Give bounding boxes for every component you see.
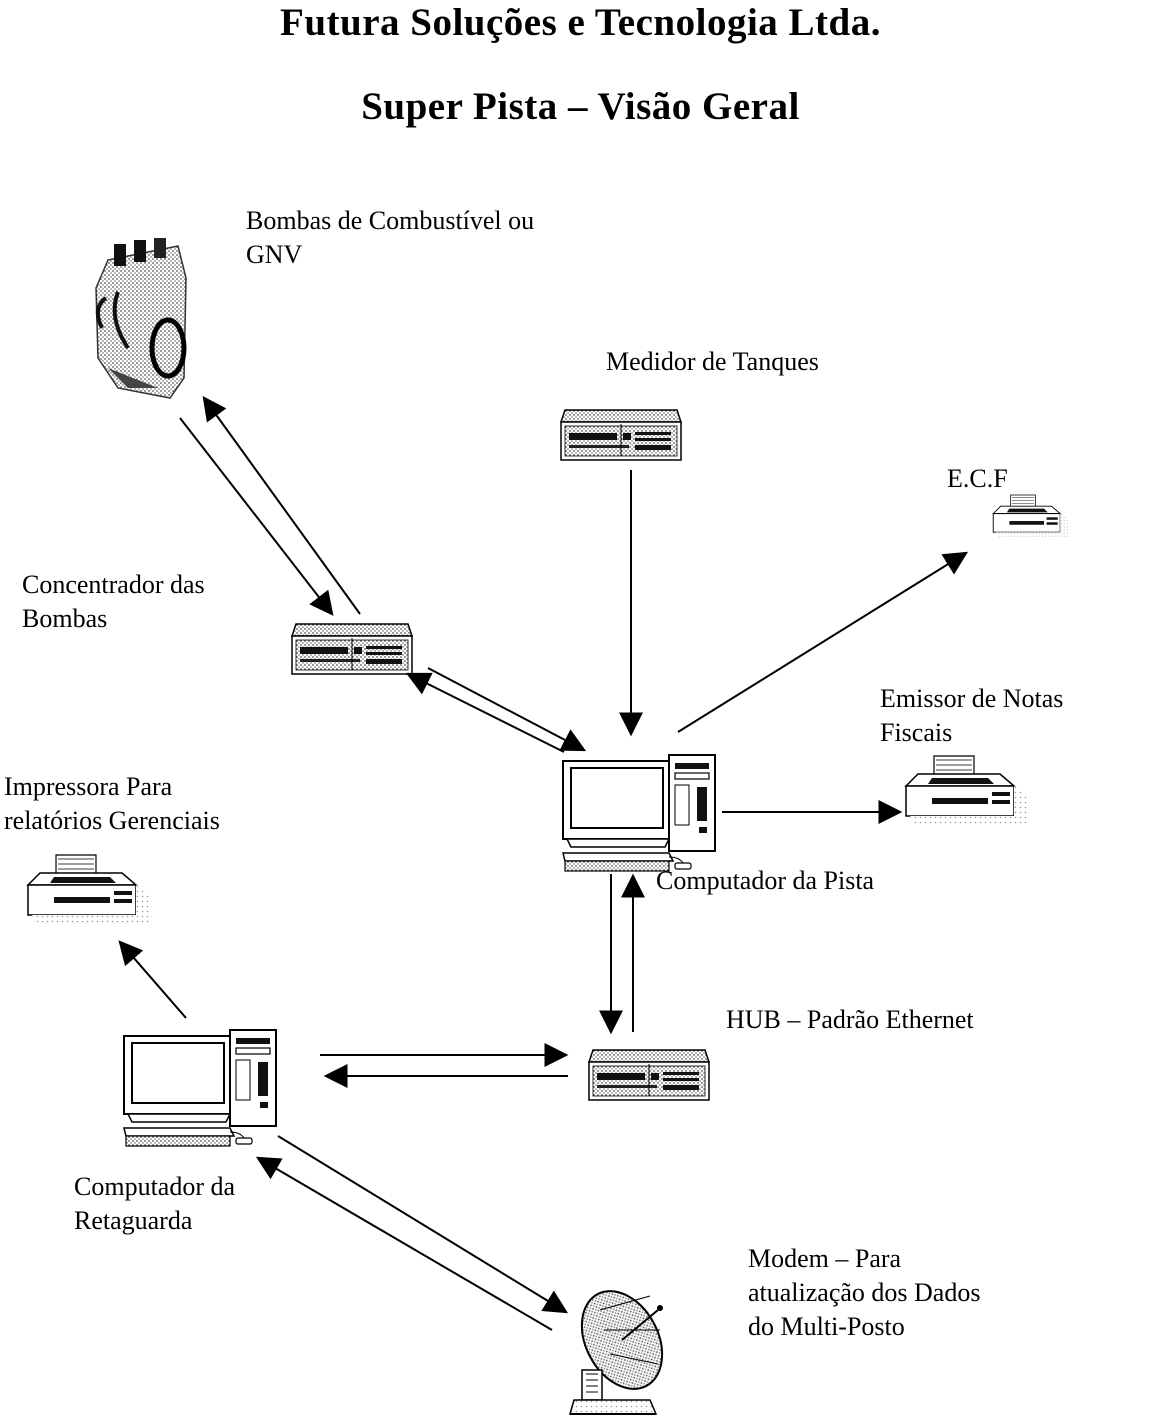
- arrow-retaguarda-to-impressora: [118, 940, 187, 1019]
- label-line: Computador da: [74, 1172, 236, 1201]
- label-line: Modem – Para: [748, 1244, 902, 1273]
- medidor-device-icon: [560, 409, 682, 461]
- page-subtitle: Super Pista – Visão Geral: [361, 85, 800, 128]
- ecf-printer-icon: [992, 494, 1071, 538]
- hub-device-icon: [588, 1049, 710, 1101]
- computador-pista-icon: [562, 754, 716, 872]
- label-line: do Multi-Posto: [748, 1312, 905, 1341]
- label-computador-pista: Computador da Pista: [656, 864, 874, 898]
- label-line: GNV: [246, 240, 303, 269]
- concentrador-device-icon: [291, 623, 413, 675]
- arrow-bombas-to-concentrador: [179, 417, 334, 616]
- label-line: Bombas: [22, 604, 108, 633]
- label-bombas: Bombas de Combustível ou GNV: [246, 204, 534, 272]
- label-line: Bombas de Combustível ou: [246, 206, 535, 235]
- label-line: HUB – Padrão Ethernet: [726, 1005, 974, 1034]
- label-line: Computador da Pista: [656, 866, 875, 895]
- label-line: Emissor de Notas: [880, 684, 1064, 713]
- satellite-dish-icon: [569, 1290, 664, 1415]
- arrow-modem-to-retaguarda: [255, 1156, 553, 1331]
- computador-retaguarda-icon: [123, 1029, 277, 1147]
- label-ecf: E.C.F: [947, 462, 1008, 496]
- label-impressora: Impressora Para relatórios Gerenciais: [4, 770, 220, 838]
- arrow-concentrador-to-pista: [427, 667, 587, 752]
- label-line: Concentrador das: [22, 570, 205, 599]
- label-line: relatórios Gerenciais: [4, 806, 220, 835]
- fuel-pump-icon: [95, 238, 187, 399]
- label-line: atualização dos Dados: [748, 1278, 981, 1307]
- label-hub: HUB – Padrão Ethernet: [726, 1003, 974, 1037]
- label-concentrador: Concentrador das Bombas: [22, 568, 205, 636]
- impressora-printer-icon: [27, 854, 153, 924]
- label-emissor: Emissor de Notas Fiscais: [880, 682, 1063, 750]
- label-line: Medidor de Tanques: [606, 347, 819, 376]
- label-medidor: Medidor de Tanques: [606, 345, 819, 379]
- page-title: Futura Soluções e Tecnologia Ltda.: [280, 1, 881, 44]
- arrow-concentrador-to-bombas: [202, 396, 361, 615]
- arrow-retaguarda-to-modem: [277, 1135, 569, 1314]
- label-line: Fiscais: [880, 718, 953, 747]
- emissor-printer-icon: [905, 755, 1031, 825]
- label-line: Retaguarda: [74, 1206, 193, 1235]
- arrow-pista-to-ecf: [677, 551, 969, 733]
- arrow-pista-to-concentrador: [405, 672, 565, 753]
- label-modem: Modem – Para atualização dos Dados do Mu…: [748, 1242, 980, 1344]
- label-computador-retaguarda: Computador da Retaguarda: [74, 1170, 235, 1238]
- label-line: Impressora Para: [4, 772, 173, 801]
- label-line: E.C.F: [947, 464, 1008, 493]
